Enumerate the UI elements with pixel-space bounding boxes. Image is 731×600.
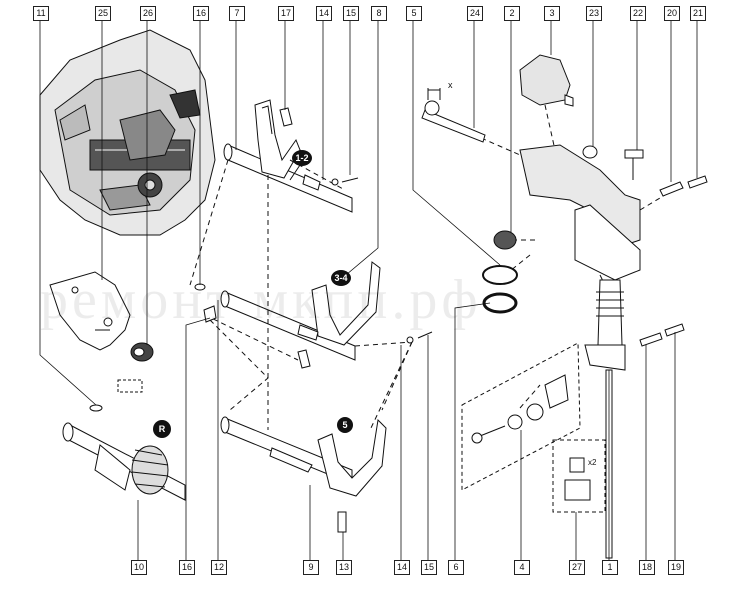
roll-pin-d [337, 511, 347, 533]
reverse-shaft [62, 422, 186, 501]
quantity-x2-label: x2 [588, 458, 597, 467]
seal-2 [493, 230, 517, 250]
bushing [130, 342, 154, 362]
part-label-13: 13 [336, 560, 352, 575]
part-label-15-top: 15 [343, 6, 359, 21]
part-label-8: 8 [371, 6, 387, 21]
part-label-21: 21 [690, 6, 706, 21]
part-label-22: 22 [630, 6, 646, 21]
bolt [624, 149, 644, 180]
part-label-18: 18 [639, 560, 655, 575]
circlip [89, 404, 103, 412]
pin-18 [639, 332, 663, 347]
spring-34 [417, 331, 433, 339]
pin-20 [659, 181, 684, 197]
part-label-12: 12 [211, 560, 227, 575]
selector-assembly [519, 144, 641, 559]
ball-34 [406, 336, 414, 344]
linkage-rod [421, 88, 486, 143]
dimension-x-label: x [448, 80, 453, 90]
pin-21 [687, 175, 708, 189]
callout-gear-5: 5 [337, 417, 353, 433]
seal-6 [482, 292, 518, 314]
kit-27 [552, 439, 606, 513]
roll-pin [203, 305, 217, 323]
part-label-23: 23 [586, 6, 602, 21]
callout-reverse: R [153, 420, 171, 438]
part-label-6: 6 [448, 560, 464, 575]
part-label-7: 7 [229, 6, 245, 21]
part-label-9: 9 [303, 560, 319, 575]
callout-gear-1-2: 1-2 [292, 150, 312, 166]
part-label-5: 5 [406, 6, 422, 21]
callout-gear-3-4: 3-4 [331, 270, 351, 286]
watermark: ремонт мкпп.рф [40, 269, 482, 331]
ball-12 [331, 178, 339, 186]
part-label-16-top: 16 [193, 6, 209, 21]
roll-pin-b [297, 349, 311, 369]
shift-fork-1-2 [223, 99, 353, 213]
nut-23 [582, 145, 598, 159]
pin-19 [664, 323, 685, 337]
part-label-10: 10 [131, 560, 147, 575]
kit-4 [461, 342, 581, 491]
part-label-19: 19 [668, 560, 684, 575]
part-label-27: 27 [569, 560, 585, 575]
part-label-16-bottom: 16 [179, 560, 195, 575]
leader-lines [39, 20, 698, 560]
roll-pin-c [279, 107, 293, 127]
part-label-15-bottom: 15 [421, 560, 437, 575]
part-label-11: 11 [33, 6, 49, 21]
spring-12 [341, 177, 359, 183]
part-label-2: 2 [504, 6, 520, 21]
part-label-3: 3 [544, 6, 560, 21]
o-ring-5 [482, 265, 518, 285]
shift-fork-3-4 [220, 261, 381, 361]
shift-fork-5 [220, 416, 387, 497]
part-label-14-top: 14 [316, 6, 332, 21]
part-label-25: 25 [95, 6, 111, 21]
dust-boot [519, 54, 574, 107]
part-label-4: 4 [514, 560, 530, 575]
part-label-17: 17 [278, 6, 294, 21]
part-label-24: 24 [467, 6, 483, 21]
part-label-20: 20 [664, 6, 680, 21]
part-label-1: 1 [602, 560, 618, 575]
part-label-26: 26 [140, 6, 156, 21]
gearbox-housing [39, 29, 216, 236]
part-label-14-bottom: 14 [394, 560, 410, 575]
selector-lever [49, 271, 131, 351]
